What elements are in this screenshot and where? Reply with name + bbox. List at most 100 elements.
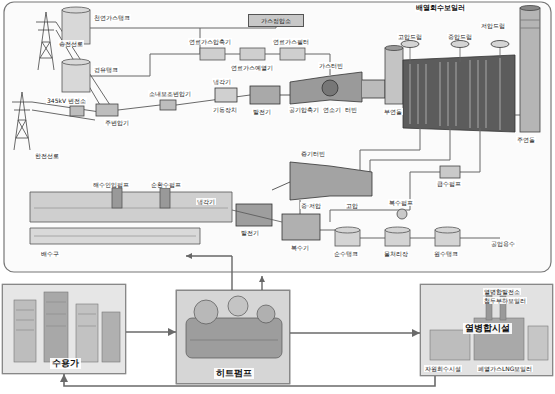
node-caption: 자원회수시설 (424, 365, 462, 372)
fuel-tank (62, 59, 90, 65)
gas-turbine (280, 95, 290, 96)
water-tank (335, 227, 460, 246)
part-label: 배수구 (40, 250, 60, 257)
part-label: 천연가스탱크 (93, 14, 131, 21)
apartment-photo (2, 284, 126, 374)
transformer (70, 106, 84, 116)
steam-turbine (272, 182, 290, 190)
heat-recovery-boiler (451, 41, 469, 48)
apartment-photo (44, 292, 68, 362)
feed-pump (397, 209, 407, 219)
heat-recovery-boiler (491, 41, 509, 48)
plant-frame (4, 2, 551, 272)
seawater-channel (112, 188, 122, 208)
part-label: 복수펌프 (388, 199, 414, 206)
gas-turbine (215, 72, 385, 104)
part-label: 순수탱크 (333, 250, 359, 257)
part-label: 냉각기 (196, 198, 216, 205)
seawater-channel (160, 188, 170, 208)
part-label: 급수펌프 (436, 180, 462, 187)
flow-arrow (186, 255, 232, 256)
part-label: 발전기 (240, 229, 260, 236)
part-label: 배열회수보일러 (415, 4, 466, 12)
part-label: 발전기 (252, 108, 272, 115)
transformer (160, 100, 176, 110)
part-label: 가스터빈 (318, 62, 344, 69)
chp-plant-photo (420, 284, 553, 376)
part-label: 부연돌 (383, 108, 403, 115)
fuel-equipment (240, 48, 265, 60)
part-label: 기동장치 (212, 106, 238, 113)
flow-arrow (186, 256, 262, 294)
seawater-channel (34, 208, 228, 236)
fuel-tank (62, 10, 90, 44)
main-stack (520, 6, 540, 11)
part-label: 냉각기 (212, 78, 232, 85)
transformer (96, 104, 118, 116)
apartment-photo (76, 304, 98, 362)
part-label: 공기압축기 (288, 106, 320, 113)
part-label: 연료가스필터 (272, 38, 310, 45)
node-title: 열병합시설 (463, 323, 512, 334)
fuel-equipment (280, 48, 305, 60)
main-stack (520, 20, 540, 28)
part-label: 고압드럼 (397, 33, 423, 40)
apartment-photo (16, 302, 96, 330)
part-label: 주변압기 (104, 119, 130, 126)
station-box: 가스정압소 (248, 14, 304, 27)
gas-turbine (215, 88, 237, 102)
photo-panel: 열병합시설열병합발전소첨두부하보일러자원회수시설폐열가스LNG보일러 (420, 284, 553, 376)
part-label: 고압 (345, 202, 359, 209)
node-title: 히트펌프 (214, 368, 254, 379)
part-label: 345kV 변전소 (46, 97, 87, 104)
steam-pipe (460, 128, 480, 172)
part-label: 연료가스압축기 (188, 38, 232, 45)
gas-turbine (250, 86, 280, 104)
seawater-channel (30, 188, 282, 244)
main-stack (515, 6, 540, 133)
heat-pump-photo (186, 318, 282, 358)
heat-pump-photo (228, 296, 248, 316)
bypass-stack (385, 46, 403, 105)
feed-pump (440, 166, 460, 178)
steam-turbine (282, 214, 320, 240)
part-label: 주연돌 (516, 136, 536, 143)
part-label: 물처리장 (383, 250, 409, 257)
part-label: 한전선로 (34, 152, 60, 159)
feed-pump (397, 166, 460, 219)
transmission-tower (36, 12, 56, 70)
part-label: 연소기 (322, 106, 342, 113)
bypass-stack (385, 46, 403, 51)
part-label: 저압드럼 (480, 22, 506, 29)
part-label: 해수인입펌프 (92, 181, 130, 188)
fuel-equipment (200, 48, 305, 60)
transmission-tower (12, 12, 110, 150)
part-label: 경유탱크 (93, 66, 119, 73)
chp-plant-photo (528, 326, 548, 360)
flow-arrow (126, 331, 176, 333)
apartment-photo (102, 312, 120, 362)
fuel-tank (62, 7, 90, 13)
gas-turbine (322, 80, 338, 96)
steam-turbine (290, 162, 372, 200)
main-stack (520, 8, 540, 132)
part-label: 연료가스예열기 (230, 64, 274, 71)
part-label: 중·저압 (300, 202, 322, 209)
node-caption: 열병합발전소 (483, 288, 521, 295)
heat-pump-photo (194, 300, 218, 324)
steam-pipe (360, 128, 450, 182)
transmission-tower (12, 92, 32, 150)
part-label: 공업용수 (490, 240, 516, 247)
gas-turbine (362, 80, 385, 98)
part-label: 복수기 (290, 244, 310, 251)
fuel-equipment (200, 48, 225, 60)
fuel-pipe (90, 28, 330, 76)
water-tank (335, 227, 360, 233)
node-caption: 첨두부하보일러 (483, 297, 527, 304)
part-label: 순환수펌프 (150, 181, 182, 188)
plant-frame (4, 2, 551, 272)
heat-recovery-boiler (401, 41, 515, 133)
